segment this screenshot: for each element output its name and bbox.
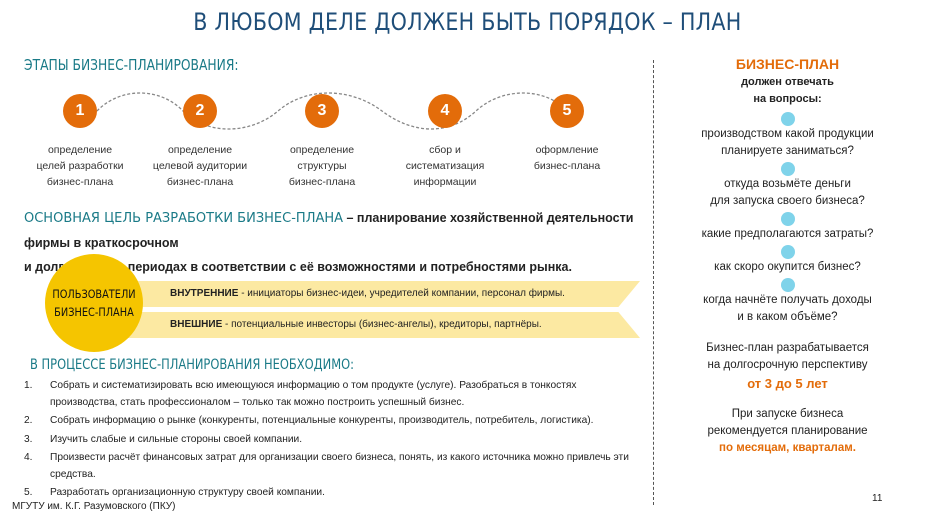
page-title: В ЛЮБОМ ДЕЛЕ ДОЛЖЕН БЫТЬ ПОРЯДОК – ПЛАН	[193, 8, 742, 36]
users-line2: БИЗНЕС-ПЛАНА	[54, 305, 134, 319]
stage-circle-4: 4	[428, 94, 462, 128]
stages-timeline: 1 2 3 4 5	[0, 82, 650, 142]
list-item: 4.Произвести расчёт финансовых затрат дл…	[24, 452, 629, 480]
dot-icon	[780, 212, 795, 226]
goal-heading: ОСНОВНАЯ ЦЕЛЬ РАЗРАБОТКИ БИЗНЕС-ПЛАНА	[24, 211, 344, 226]
list-item: 5.Разработать организационную структуру …	[24, 487, 325, 498]
internal-label: ВНУТРЕННИЕ	[170, 288, 239, 299]
footer-org: МГУТУ им. К.Г. Разумовского (ПКУ)	[12, 501, 176, 512]
dot-icon	[780, 112, 795, 126]
process-heading: В ПРОЦЕССЕ БИЗНЕС-ПЛАНИРОВАНИЯ НЕОБХОДИМ…	[30, 357, 355, 373]
stage-circle-2: 2	[183, 94, 217, 128]
stage-circle-3: 3	[305, 94, 339, 128]
internal-users-band: ВНУТРЕННИЕ - инициаторы бизнес-идеи, учр…	[100, 281, 640, 307]
goal-text-line2: и долгосрочном периодах в соответствии с…	[24, 260, 572, 274]
external-text: - потенциальные инвесторы (бизнес-ангелы…	[222, 319, 542, 330]
dashed-divider	[653, 60, 654, 505]
question-2: откуда возьмёте деньги для запуска своег…	[660, 162, 915, 210]
external-users-band: ВНЕШНИЕ - потенциальные инвесторы (бизне…	[100, 312, 640, 338]
plan-horizon: Бизнес-план разрабатывается на долгосроч…	[660, 340, 915, 394]
business-plan-panel: БИЗНЕС-ПЛАН должен отвечать на вопросы: …	[660, 54, 915, 457]
question-3: какие предполагаются затраты?	[660, 212, 915, 243]
list-item: 3.Изучить слабые и сильные стороны своей…	[24, 433, 303, 445]
goal-text: – планирование хозяйственной деятельност…	[24, 211, 634, 250]
stages-heading: ЭТАПЫ БИЗНЕС-ПЛАНИРОВАНИЯ:	[24, 56, 239, 74]
users-line1: ПОЛЬЗОВАТЕЛИ	[52, 287, 136, 301]
question-1: производством какой продукции планируете…	[660, 112, 915, 160]
list-item: 2.Собрать информацию о рынке (конкуренты…	[24, 415, 594, 426]
users-circle: ПОЛЬЗОВАТЕЛИ БИЗНЕС-ПЛАНА	[45, 254, 143, 352]
external-label: ВНЕШНИЕ	[170, 319, 223, 330]
bp-sub1: должен отвечать	[741, 76, 834, 88]
dot-icon	[780, 245, 795, 259]
startup-planning: При запуске бизнеса рекомендуется планир…	[660, 406, 915, 457]
main-goal: ОСНОВНАЯ ЦЕЛЬ РАЗРАБОТКИ БИЗНЕС-ПЛАНА – …	[24, 206, 639, 279]
question-5: когда начнёте получать доходы и в каком …	[660, 278, 915, 326]
process-list: 1.Собрать и систематизировать всю имеющу…	[24, 378, 639, 504]
dot-icon	[780, 278, 795, 292]
list-item: 1.Собрать и систематизировать всю имеющу…	[24, 380, 577, 408]
plan-period: от 3 до 5 лет	[747, 376, 828, 391]
timeline-wave	[96, 92, 568, 130]
bp-sub2: на вопросы:	[753, 93, 822, 105]
question-4: как скоро окупится бизнес?	[660, 245, 915, 276]
stage-circle-1: 1	[63, 94, 97, 128]
page-number: 11	[872, 493, 883, 504]
stage-circle-5: 5	[550, 94, 584, 128]
dot-icon	[780, 162, 795, 176]
bp-title: БИЗНЕС-ПЛАН	[735, 56, 840, 72]
internal-text: - инициаторы бизнес-идеи, учредителей ко…	[238, 288, 565, 299]
start-period: по месяцам, кварталам.	[719, 442, 856, 454]
